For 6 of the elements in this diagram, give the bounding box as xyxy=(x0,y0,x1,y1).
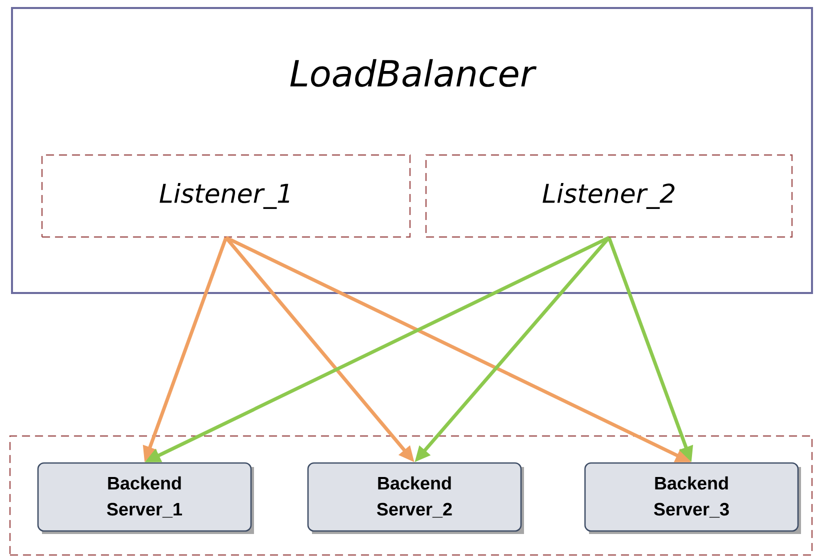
server-group-box xyxy=(9,435,813,556)
listener-box: Listener_1 xyxy=(41,154,411,238)
server-box: Backend Server_1 xyxy=(37,462,254,534)
server-box: Backend Server_2 xyxy=(307,462,524,534)
listener-box: Listener_2 xyxy=(425,154,793,238)
server-box: Backend Server_3 xyxy=(584,462,801,534)
